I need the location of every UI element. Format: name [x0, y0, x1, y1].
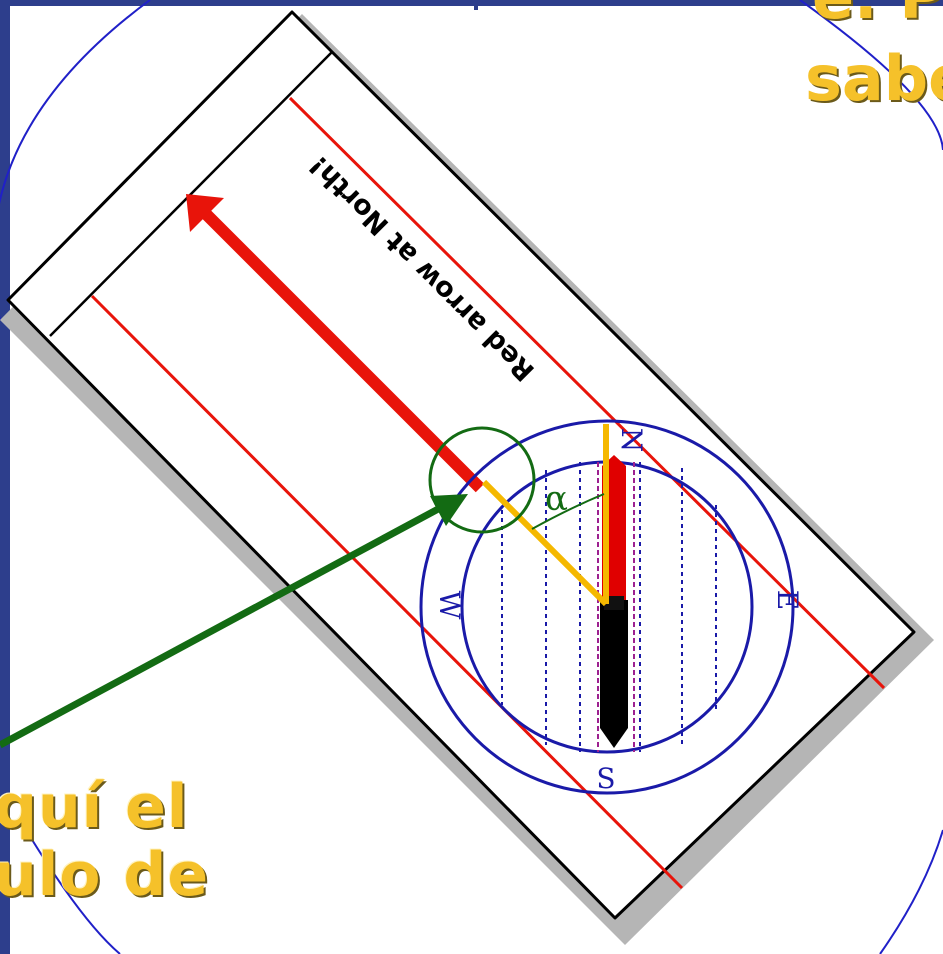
callout-line-2: ulo de — [0, 840, 210, 910]
pointer-arrow-shaft — [0, 504, 442, 749]
bearing-line — [481, 479, 609, 607]
north-mark: N — [615, 428, 648, 453]
red-arrow-shaft — [195, 203, 485, 493]
red-line-lower — [90, 294, 684, 890]
outer-circle-arc-bottom-left — [19, 819, 121, 954]
red-line-upper — [288, 96, 886, 690]
south-mark: S — [596, 762, 615, 795]
east-mark: E — [771, 590, 804, 610]
outer-circle-arc-bottom-right — [879, 829, 943, 954]
highlight-circle — [428, 426, 536, 534]
outer-circle-arc-left — [0, 0, 151, 320]
meridian-lines — [501, 462, 717, 752]
outer-circle-arc-right — [799, 0, 943, 151]
green-pointer-arrow-icon — [430, 494, 468, 526]
top-fragment-2: sabe — [805, 42, 943, 115]
slide-frame-top — [0, 0, 943, 6]
compass-bezel-outer — [419, 419, 795, 795]
top-fragment-1: e. P — [812, 0, 943, 28]
red-arrow-icon — [186, 194, 224, 232]
west-mark: W — [433, 591, 466, 620]
callout-line-1: quí el — [0, 772, 189, 842]
baseplate-edge-line — [49, 51, 333, 337]
angle-arc — [531, 493, 605, 530]
alpha-label: α — [545, 479, 568, 519]
slide-frame-left — [0, 0, 10, 954]
